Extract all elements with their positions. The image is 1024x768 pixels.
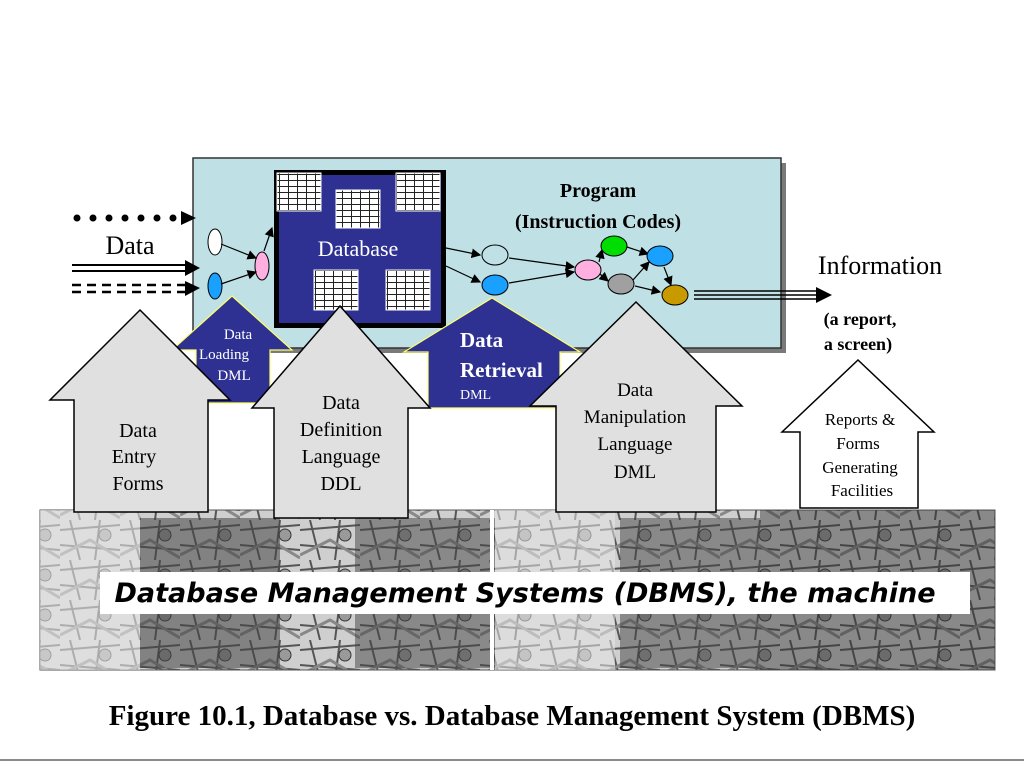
program-subtitle: (Instruction Codes)	[515, 211, 681, 233]
data-entry-line1: Data	[119, 420, 157, 442]
data-retrieval-line2: Retrieval	[460, 358, 543, 382]
data-loading-line2: Loading	[199, 347, 249, 363]
table-icon	[395, 172, 441, 212]
data-loading-line1: Data	[224, 327, 253, 343]
database-label: Database	[318, 236, 399, 261]
table-icon	[335, 189, 381, 229]
table-icon	[385, 269, 431, 311]
dml-arrow: Data Manipulation Language DML	[528, 300, 744, 513]
information-sub-line2: a screen)	[824, 334, 892, 355]
data-entry-line2: Entry	[112, 446, 156, 468]
program-title: Program	[560, 180, 637, 202]
reports-line3: Generating	[822, 458, 898, 477]
ddl-line3: Language	[302, 446, 381, 468]
ddl-line2: Definition	[300, 419, 382, 441]
ddl-line1: Data	[322, 392, 360, 414]
data-retrieval-arrow: Data Retrieval DML	[401, 297, 583, 409]
reports-line1: Reports &	[825, 410, 895, 429]
data-entry-line3: Forms	[112, 473, 163, 495]
table-icon	[276, 172, 322, 212]
data-loading-line3: DML	[217, 368, 250, 384]
data-retrieval-line3: DML	[460, 388, 491, 403]
dml-line1: Data	[617, 380, 653, 401]
figure-caption: Figure 10.1, Database vs. Database Manag…	[108, 700, 916, 732]
data-label: Data	[105, 231, 155, 260]
information-output-arrow	[694, 287, 832, 303]
bottom-divider	[0, 759, 1024, 761]
reports-line2: Forms	[836, 434, 879, 453]
dml-line4: DML	[614, 462, 656, 483]
machine-banner-text: Database Management Systems (DBMS), the …	[114, 578, 935, 609]
machine-banner: Database Management Systems (DBMS), the …	[100, 572, 970, 614]
reports-forms-arrow: Reports & Forms Generating Facilities	[780, 358, 936, 509]
data-input-arrows	[72, 211, 200, 296]
information-label: Information	[818, 251, 942, 280]
data-entry-forms-arrow: Data Entry Forms	[48, 308, 232, 513]
reports-line4: Facilities	[831, 481, 893, 500]
ddl-line4: DDL	[320, 473, 361, 495]
ddl-arrow: Data Definition Language DDL	[250, 304, 432, 519]
program-network	[445, 235, 689, 306]
dml-line3: Language	[598, 434, 673, 455]
input-nodes	[207, 226, 274, 300]
information-sub-line1: (a report,	[824, 309, 897, 330]
database-box: Database	[274, 170, 446, 328]
dbms-diagram: Database Management Systems (DBMS), the …	[39, 157, 996, 671]
data-retrieval-line1: Data	[460, 328, 504, 352]
table-icon	[313, 269, 359, 311]
dml-line2: Manipulation	[584, 407, 687, 428]
